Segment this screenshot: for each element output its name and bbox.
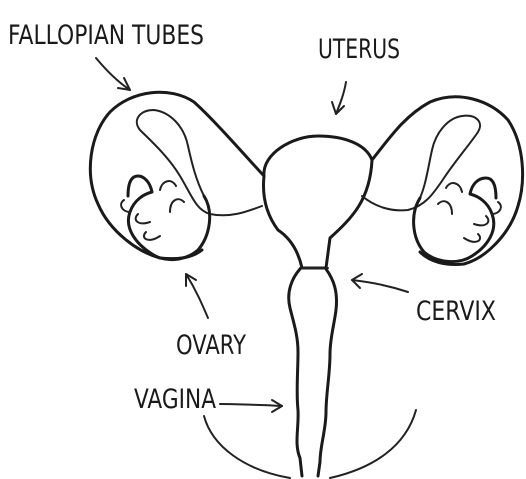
fallopian-tubes-arrow xyxy=(96,58,130,90)
uterus-arrow xyxy=(332,82,346,114)
left-ovary xyxy=(128,176,210,260)
cervix-label: CERVIX xyxy=(416,296,496,327)
fallopian-tubes-label: FALLOPIAN TUBES xyxy=(8,20,204,51)
vagina-left-wall xyxy=(289,269,302,476)
vagina-label: VAGINA xyxy=(134,384,216,415)
ovary-label: OVARY xyxy=(176,330,246,361)
right-ovary xyxy=(414,178,496,262)
left-lower-curve xyxy=(204,416,290,478)
right-fallopian-tube-inner xyxy=(362,116,480,211)
vagina-arrow xyxy=(220,400,282,412)
right-lower-curve xyxy=(330,410,416,478)
left-fallopian-tube xyxy=(90,92,264,258)
cervix-arrow xyxy=(352,274,408,292)
vagina-right-wall xyxy=(318,269,337,476)
ovary-arrow xyxy=(186,274,208,318)
uterus-label: UTERUS xyxy=(318,34,400,65)
uterus-outline xyxy=(264,136,372,268)
left-fallopian-tube-inner xyxy=(137,110,262,215)
